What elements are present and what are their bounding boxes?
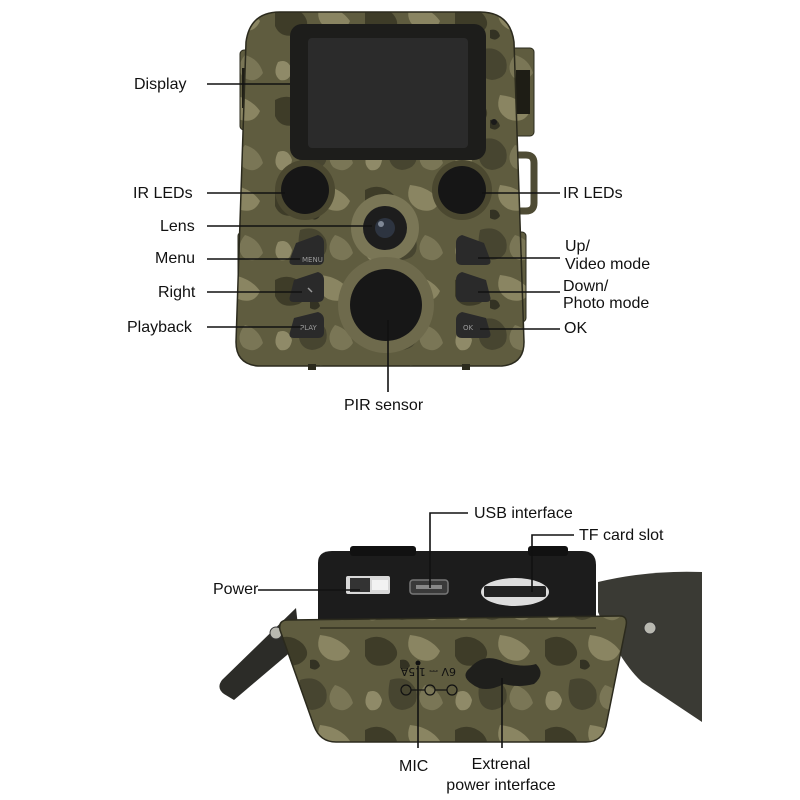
voltage-marking: 6V ⎓ 1.5A (400, 665, 456, 678)
label-ir-leds-right: IR LEDs (563, 185, 623, 202)
ir-led-left (281, 166, 329, 214)
ok-button (456, 312, 491, 338)
top-shell (318, 551, 596, 625)
leader-lines-front (207, 83, 560, 392)
label-lens: Lens (160, 218, 195, 235)
menu-button-marking: MENU (302, 256, 323, 264)
down-photo-button (456, 272, 491, 302)
label-up-video-line1: Up/ (565, 238, 590, 255)
leader-lines-bottom (258, 512, 574, 748)
camera-front-view: MENU PLAY OK (235, 11, 538, 370)
label-down-photo-line1: Down/ (563, 278, 609, 295)
right-button (289, 272, 324, 302)
label-usb-interface: USB interface (474, 505, 573, 522)
label-power: Power (213, 581, 259, 598)
tf-card-slot (484, 586, 546, 597)
label-up-video-line2: Video mode (565, 256, 651, 273)
ir-led-right (438, 166, 486, 214)
label-ir-leds-left: IR LEDs (133, 185, 193, 202)
play-button-marking: PLAY (300, 324, 318, 332)
label-down-photo-line2: Photo mode (563, 295, 650, 312)
rear-strap (598, 571, 702, 722)
label-ok: OK (564, 320, 588, 337)
label-menu: Menu (155, 250, 196, 267)
label-playback: Playback (127, 319, 192, 336)
external-power-plug (465, 658, 541, 689)
label-external-power-line1: Extrenal (471, 756, 531, 773)
label-right: Right (158, 284, 196, 301)
camera-bottom-view: 6V ⎓ 1.5A (219, 546, 702, 743)
menu-button (289, 235, 324, 265)
mic-hole (415, 660, 421, 666)
label-external-power-line2: power interface (446, 777, 556, 794)
label-display: Display (134, 76, 187, 93)
playback-button (289, 312, 324, 338)
ok-button-marking: OK (463, 324, 474, 332)
label-pir-sensor: PIR sensor (344, 397, 424, 414)
display-screen (308, 38, 468, 148)
pir-sensor (350, 269, 422, 341)
lock-loop (512, 151, 538, 215)
label-mic: MIC (399, 758, 429, 775)
bottom-tray (278, 615, 628, 743)
label-tf-card-slot: TF card slot (579, 527, 664, 544)
